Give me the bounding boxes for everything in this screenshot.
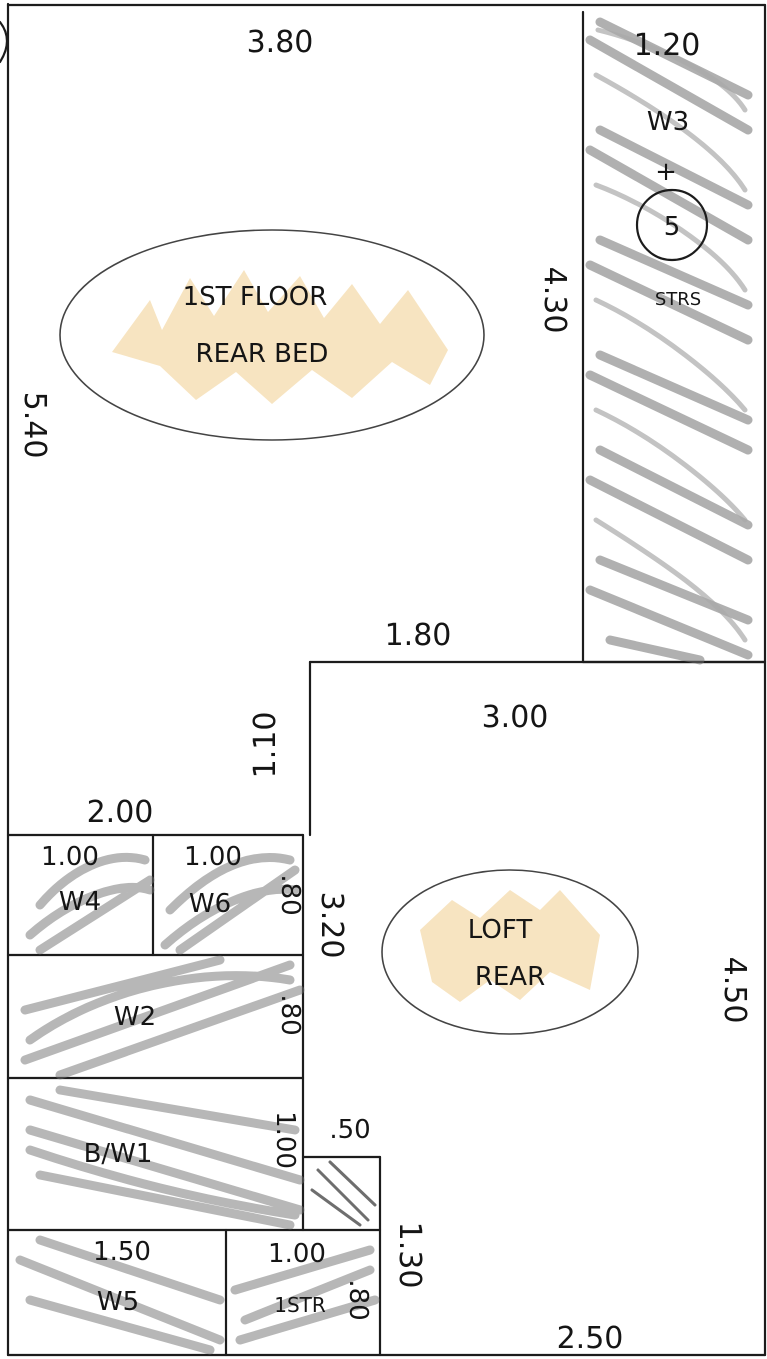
dim-w6-width: 1.00 xyxy=(184,842,242,872)
dim-str-width: 1.00 xyxy=(268,1239,326,1269)
label-w5: W5 xyxy=(97,1287,139,1317)
dim-stair-width: 1.20 xyxy=(634,28,701,63)
dim-small-width: .50 xyxy=(329,1115,370,1145)
corner-mark xyxy=(0,20,9,64)
stair-hatching xyxy=(585,17,753,665)
crayon-highlight-loft xyxy=(420,890,600,1002)
stair-count-circle xyxy=(635,188,709,262)
dim-top-width: 3.80 xyxy=(247,25,314,60)
loft-label-line1: LOFT xyxy=(468,915,533,945)
label-w4: W4 xyxy=(59,887,101,917)
str-hatching xyxy=(230,1245,380,1345)
dim-step-height: 1.10 xyxy=(248,712,283,779)
dim-bedroom-depth: 4.30 xyxy=(537,267,572,334)
bedroom-label-line2: REAR BED xyxy=(196,339,329,369)
dim-bw1-depth: 1.00 xyxy=(270,1111,300,1169)
label-stair-count: 5 xyxy=(664,212,681,242)
bw1-hatching xyxy=(25,1085,305,1230)
label-strs: STRS xyxy=(655,289,701,310)
dim-bottom-width: 2.50 xyxy=(557,1321,624,1356)
w5-hatching xyxy=(15,1235,225,1355)
label-str: 1STR xyxy=(274,1293,326,1317)
label-w6: W6 xyxy=(189,889,231,919)
dim-w4-width: 1.00 xyxy=(41,842,99,872)
dim-w6-depth: .80 xyxy=(275,874,305,915)
dim-loft-width: 3.00 xyxy=(482,700,549,735)
bedroom-label-ellipse xyxy=(59,229,485,441)
bedroom-label-line1: 1ST FLOOR xyxy=(183,282,328,312)
dim-loft-left-height: 3.20 xyxy=(314,892,349,959)
crayon-highlight-bedroom xyxy=(112,270,448,404)
loft-label-line2: REAR xyxy=(475,962,545,992)
dim-small-height: 1.30 xyxy=(392,1222,427,1289)
dim-loft-height: 4.50 xyxy=(717,957,752,1024)
label-w3: W3 xyxy=(647,107,689,137)
small-cupboard-hatching xyxy=(310,1160,377,1227)
loft-label-ellipse xyxy=(381,869,639,1035)
dim-w2-depth: .80 xyxy=(275,994,305,1035)
dim-step-width: 1.80 xyxy=(385,618,452,653)
dim-str-depth: .80 xyxy=(343,1279,373,1320)
label-plus: + xyxy=(655,157,677,187)
dim-wardrobe-width: 2.00 xyxy=(87,795,154,830)
w2-hatching xyxy=(20,955,305,1080)
label-bw1: B/W1 xyxy=(84,1139,153,1169)
dim-left-height: 5.40 xyxy=(17,392,52,459)
w4-hatching xyxy=(25,852,155,955)
label-w2: W2 xyxy=(114,1002,156,1032)
dim-w5-width: 1.50 xyxy=(93,1237,151,1267)
w6-hatching xyxy=(160,852,300,955)
